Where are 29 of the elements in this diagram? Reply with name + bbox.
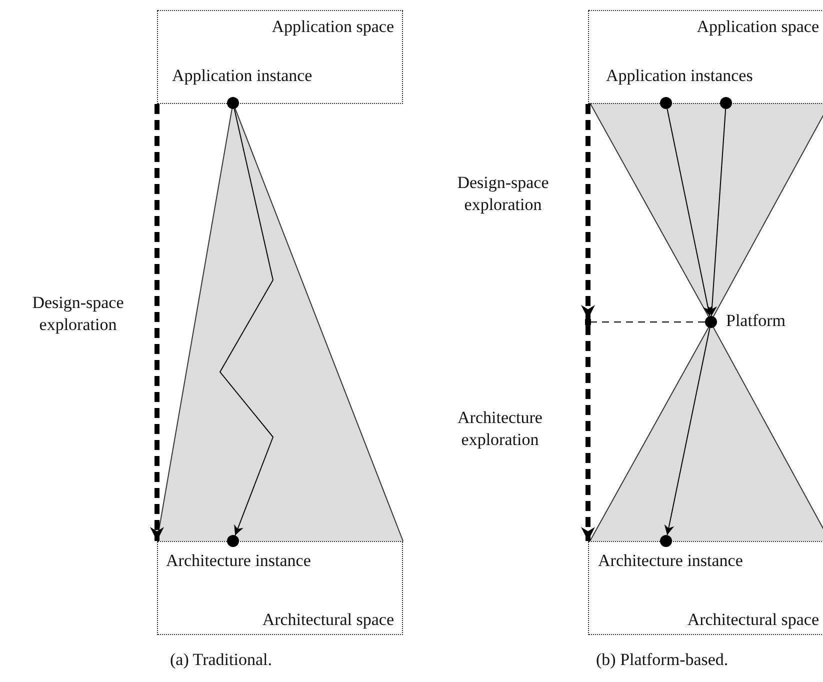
caption: Application instances: [606, 66, 753, 86]
point-dot: [227, 535, 239, 547]
caption: (b) Platform-based.: [596, 650, 728, 670]
point-label: Platform: [726, 311, 786, 331]
point-dot: [720, 97, 732, 109]
caption: Application instance: [172, 66, 312, 86]
point-dot: [705, 316, 717, 328]
space-box: [588, 541, 823, 635]
space-label: Architectural space: [262, 610, 394, 630]
arrow: [581, 104, 595, 319]
arrow: [219, 108, 274, 536]
edge-label: Design-space exploration: [456, 172, 550, 216]
arrow: [150, 104, 164, 541]
arrow: [581, 325, 595, 541]
arrow: [664, 327, 710, 536]
point-dot: [227, 97, 239, 109]
space-label: Architectural space: [687, 610, 819, 630]
caption: (a) Traditional.: [170, 650, 272, 670]
edge-label: Architecture exploration: [456, 407, 544, 452]
arrow: [666, 108, 713, 317]
point-dot: [660, 535, 672, 547]
space-box: [157, 541, 403, 635]
space-label: Application space: [272, 17, 394, 37]
point-label: Architecture instance: [598, 551, 743, 571]
point-label: Architecture instance: [166, 551, 311, 571]
space-label: Application space: [696, 17, 819, 37]
point-dot: [660, 97, 672, 109]
edge-label: Design-space exploration: [31, 292, 125, 336]
arrow: [707, 108, 726, 317]
